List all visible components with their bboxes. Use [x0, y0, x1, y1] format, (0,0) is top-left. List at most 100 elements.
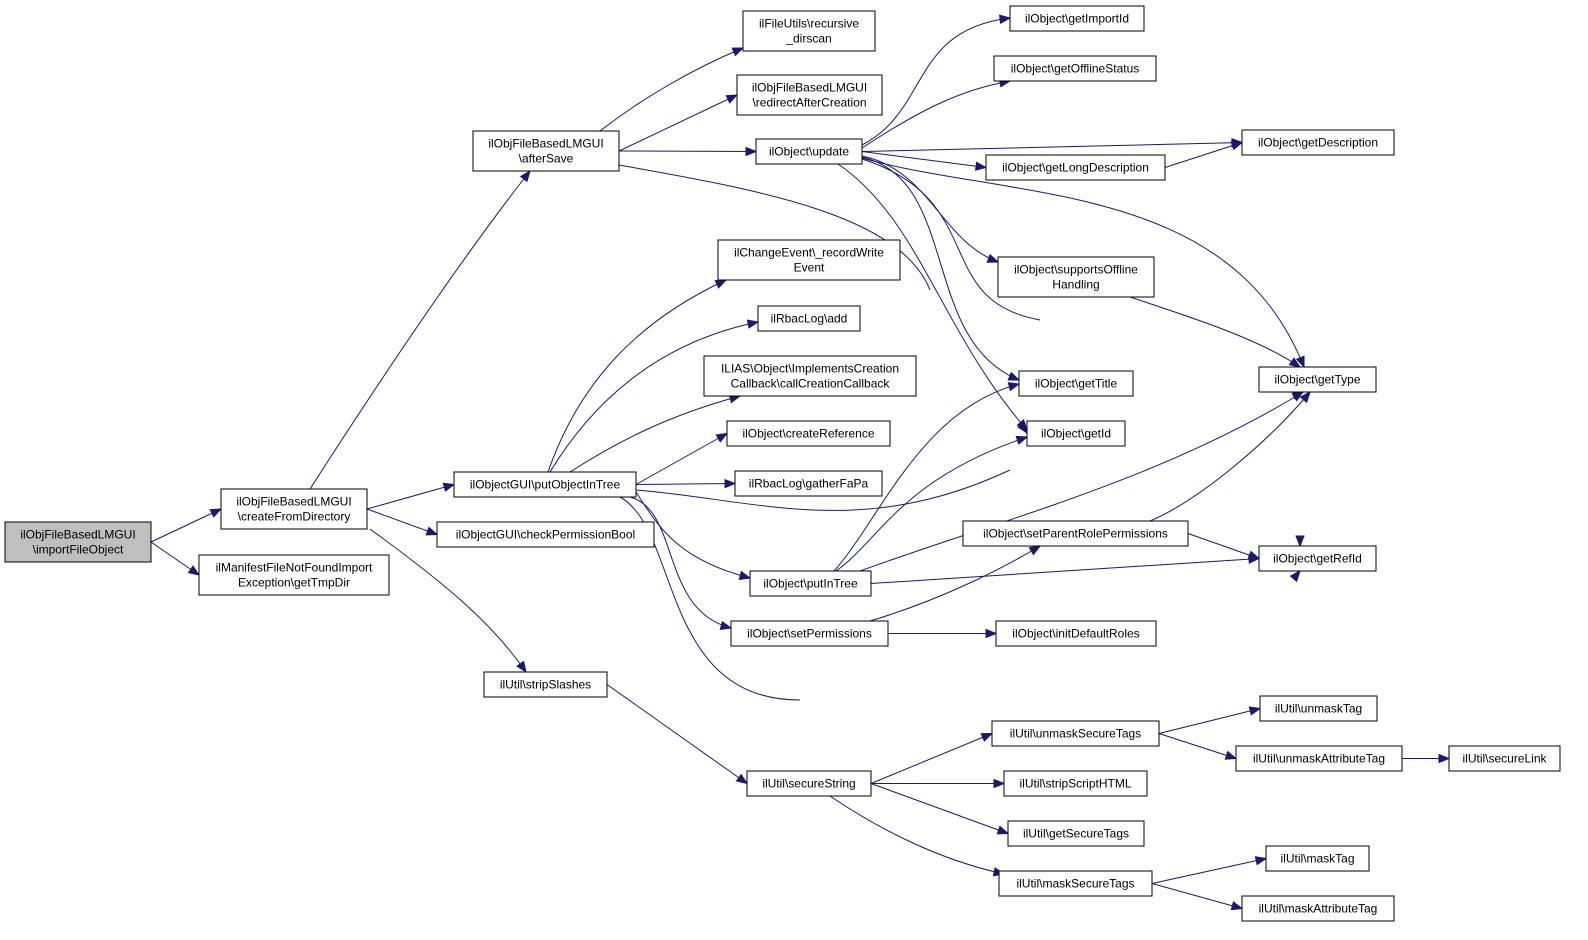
node-putInTree[interactable]: ilObject\putInTree — [749, 570, 872, 597]
node-label: ilUtil\unmaskTag — [1275, 702, 1362, 716]
node-setPermissions[interactable]: ilObject\setPermissions — [730, 620, 889, 647]
node-label: Callback\callCreationCallback — [731, 377, 891, 391]
node-label: ilObject\getType — [1274, 373, 1360, 387]
node-maskTag[interactable]: ilUtil\maskTag — [1265, 845, 1370, 872]
edge-importFileObject-to-createFromDirectory — [150, 508, 223, 543]
arrowhead — [1288, 357, 1302, 368]
arrowhead — [974, 161, 988, 171]
edge-createFromDirectory-to-checkPermissionBool — [366, 508, 439, 536]
node-getId[interactable]: ilObject\getId — [1026, 420, 1126, 447]
arrowhead — [999, 14, 1012, 24]
edge-line — [1158, 708, 1261, 734]
arrowhead — [1289, 569, 1301, 583]
node-label: \redirectAfterCreation — [752, 96, 866, 110]
nodes-layer: ilObjFileBasedLMGUI\importFileObjectilOb… — [4, 5, 1561, 922]
node-label: ilUtil\maskSecureTags — [1016, 877, 1134, 891]
arrowhead — [996, 825, 1010, 835]
arrowhead — [1248, 706, 1262, 716]
node-label: ilObjFileBasedLMGUI — [20, 528, 135, 542]
node-box — [4, 521, 152, 563]
node-redirectAfterCreation[interactable]: ilObjFileBasedLMGUI\redirectAfterCreatio… — [736, 74, 883, 116]
node-box — [749, 570, 872, 597]
node-getImportId[interactable]: ilObject\getImportId — [1009, 5, 1145, 32]
edge-line — [1164, 142, 1243, 168]
arrowhead — [1230, 141, 1244, 151]
node-putObjectInTree[interactable]: ilObjectGUI\putObjectInTree — [453, 471, 637, 498]
edge-update-to-getLongDescription — [861, 151, 988, 171]
edge-secureString-to-unmaskSecureTags — [870, 732, 994, 784]
node-label: \afterSave — [519, 152, 574, 166]
node-unmaskAttributeTag[interactable]: ilUtil\unmaskAttributeTag — [1235, 745, 1403, 772]
node-label: ilObject\initDefaultRoles — [1012, 627, 1139, 641]
node-box — [453, 471, 637, 498]
arrowhead — [1224, 750, 1238, 760]
node-label: ilUtil\stripScriptHTML — [1019, 777, 1131, 791]
arrowhead — [209, 508, 223, 518]
node-unmaskSecureTags[interactable]: ilUtil\unmaskSecureTags — [991, 720, 1160, 747]
node-getType[interactable]: ilObject\getType — [1258, 366, 1377, 393]
node-secureLink[interactable]: ilUtil\secureLink — [1448, 745, 1561, 772]
edge-line — [861, 158, 1041, 321]
arrowhead — [1007, 382, 1021, 392]
node-rbacAdd[interactable]: ilRbacLog\add — [757, 305, 861, 332]
edges-layer — [150, 14, 1451, 911]
edge-supportsOfflineHandling-to-getType — [1129, 296, 1302, 368]
node-importFileObject[interactable]: ilObjFileBasedLMGUI\importFileObject — [4, 521, 152, 563]
node-getDescription[interactable]: ilObject\getDescription — [1241, 129, 1395, 156]
node-update[interactable]: ilObject\update — [755, 138, 863, 165]
edge-putObjectInTree-to-rbacAdd — [549, 319, 760, 473]
arrowhead — [724, 478, 737, 489]
node-maskAttributeTag[interactable]: ilUtil\maskAttributeTag — [1241, 895, 1395, 922]
arrowhead — [719, 620, 733, 631]
node-box — [991, 720, 1160, 747]
edge-line — [369, 528, 527, 673]
node-label: Exception\getTmpDir — [238, 576, 350, 590]
arrowhead — [738, 570, 752, 580]
node-stripScriptHTML[interactable]: ilUtil\stripScriptHTML — [1003, 770, 1148, 797]
node-label: ilUtil\maskAttributeTag — [1259, 902, 1378, 916]
arrowhead — [731, 47, 745, 57]
edge-createFromDirectory-to-putObjectInTree — [366, 482, 456, 510]
node-getRefId[interactable]: ilObject\getRefId — [1258, 545, 1377, 572]
node-getOfflineStatus[interactable]: ilObject\getOfflineStatus — [993, 55, 1157, 82]
edge-putInTree-to-getTitle — [833, 382, 1021, 572]
node-label: ilUtil\secureLink — [1462, 752, 1547, 766]
arrowhead — [1247, 550, 1261, 560]
edge-line — [861, 80, 1011, 149]
node-label: \importFileObject — [33, 543, 124, 557]
node-label: ilObject\getRefId — [1273, 552, 1362, 566]
arrowhead — [425, 526, 439, 536]
node-afterSave[interactable]: ilObjFileBasedLMGUI\afterSave — [472, 130, 620, 172]
edge-setPermissions-to-setParentRolePermissions — [869, 545, 1042, 622]
edge-line — [1149, 391, 1311, 522]
node-createReference[interactable]: ilObject\createReference — [726, 420, 891, 447]
node-unmaskTag[interactable]: ilUtil\unmaskTag — [1259, 695, 1378, 722]
node-stripSlashes[interactable]: ilUtil\stripSlashes — [483, 671, 608, 698]
node-callCreationCallback[interactable]: ILIAS\Object\ImplementsCreationCallback\… — [703, 355, 917, 397]
edge-putObjectInTree-to-recordWriteEvent — [547, 279, 728, 473]
node-getTitle[interactable]: ilObject\getTitle — [1018, 370, 1134, 397]
node-secureString[interactable]: ilUtil\secureString — [746, 770, 872, 797]
node-initDefaultRoles[interactable]: ilObject\initDefaultRoles — [995, 620, 1157, 647]
arrowhead — [1299, 390, 1311, 404]
arrowhead — [735, 773, 749, 785]
node-checkPermissionBool[interactable]: ilObjectGUI\checkPermissionBool — [436, 521, 655, 548]
node-getSecureTags[interactable]: ilUtil\getSecureTags — [1007, 820, 1145, 847]
node-box — [997, 256, 1155, 298]
node-box — [757, 305, 861, 332]
node-getTmpDir[interactable]: ilManifestFileNotFoundImportException\ge… — [198, 554, 390, 596]
node-gatherFaPa[interactable]: ilRbacLog\gatherFaPa — [734, 470, 883, 497]
edge-maskSecureTags-to-maskAttributeTag — [1151, 883, 1244, 911]
node-recursive_dirscan[interactable]: ilFileUtils\recursive_dirscan — [742, 10, 876, 52]
edge-createFromDirectory-to-afterSave — [309, 169, 531, 490]
node-setParentRolePermissions[interactable]: ilObject\setParentRolePermissions — [962, 520, 1189, 547]
node-label: Handling — [1052, 278, 1099, 292]
node-getLongDescription[interactable]: ilObject\getLongDescription — [985, 154, 1166, 181]
arrowhead — [1028, 545, 1042, 556]
node-createFromDirectory[interactable]: ilObjFileBasedLMGUI\createFromDirectory — [220, 488, 368, 530]
node-maskSecureTags[interactable]: ilUtil\maskSecureTags — [998, 870, 1153, 897]
edge-update-to-getType — [861, 157, 1305, 369]
